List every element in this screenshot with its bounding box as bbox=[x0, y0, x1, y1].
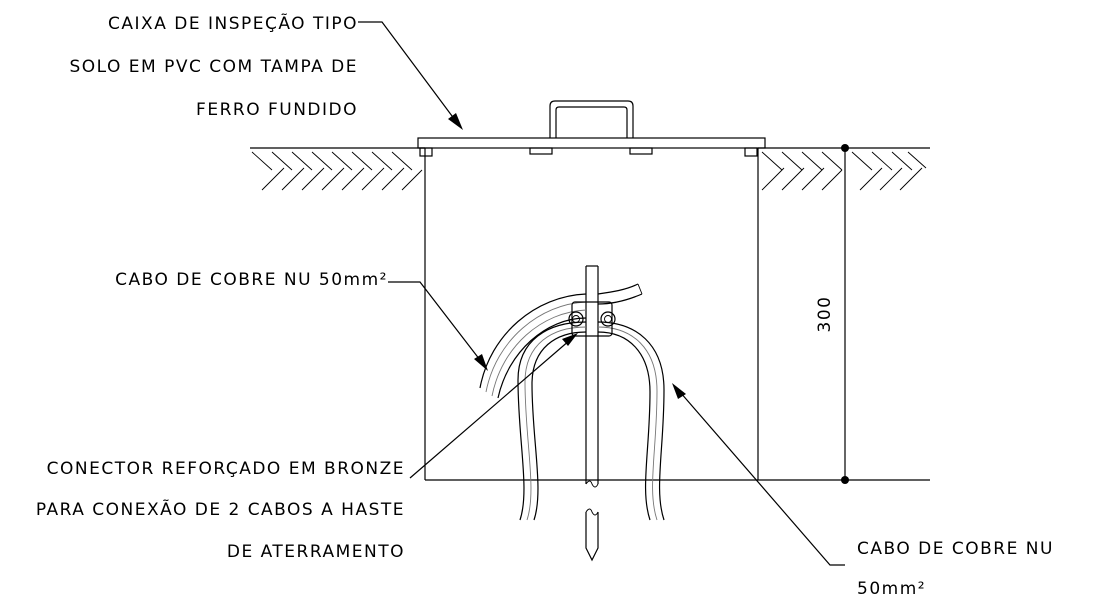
soil-hatch-left bbox=[251, 151, 423, 191]
dimension-300: 300 bbox=[815, 144, 849, 484]
dimension-value: 300 bbox=[815, 296, 835, 333]
inspection-box bbox=[424, 148, 930, 481]
label-box-line3: FERRO FUNDIDO bbox=[196, 100, 358, 120]
grounding-rod bbox=[585, 265, 599, 562]
label-cable-right-line1: CABO DE COBRE NU bbox=[857, 539, 1054, 559]
label-cable-left: CABO DE COBRE NU 50mm² bbox=[115, 270, 388, 290]
label-connector-line1: CONECTOR REFORÇADO EM BRONZE bbox=[47, 459, 405, 479]
label-box-line2: SOLO EM PVC COM TAMPA DE bbox=[69, 57, 358, 77]
bronze-connector bbox=[568, 301, 616, 337]
label-box-line1: CAIXA DE INSPEÇÃO TIPO bbox=[108, 12, 358, 34]
soil-hatch-right bbox=[761, 151, 927, 191]
label-cable-right-line2: 50mm² bbox=[857, 579, 926, 599]
leader-lines bbox=[358, 21, 845, 566]
cast-iron-lid bbox=[417, 100, 766, 157]
copper-cable bbox=[479, 283, 665, 521]
label-connector-line2: PARA CONEXÃO DE 2 CABOS A HASTE bbox=[36, 498, 405, 520]
label-connector-line3: DE ATERRAMENTO bbox=[227, 542, 405, 562]
